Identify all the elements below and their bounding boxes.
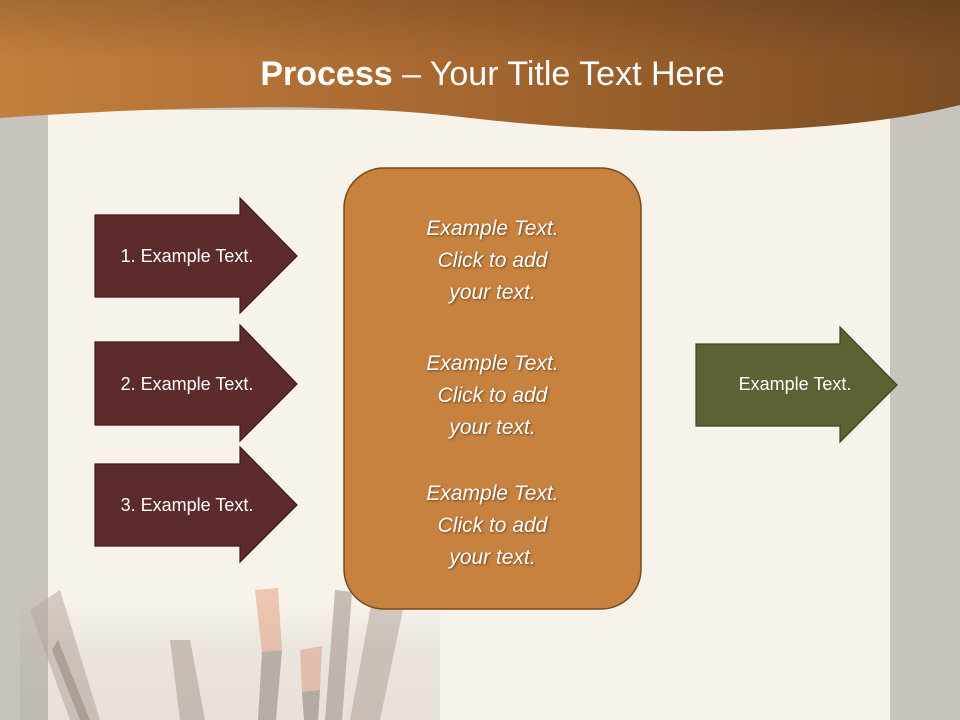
center-paragraph-1: Example Text. Click to add your text.	[344, 213, 641, 309]
center-paragraph-3-line-1: Example Text.	[426, 482, 559, 505]
center-text-box[interactable]: Example Text. Click to add your text. Ex…	[344, 168, 641, 609]
left-arrow-1-label: 1. Example Text.	[120, 246, 254, 266]
left-arrow-shape-1	[94, 196, 298, 315]
left-arrow-1[interactable]: 1. Example Text.	[95, 245, 279, 267]
left-arrow-2[interactable]: 2. Example Text.	[95, 373, 279, 395]
paintbrushes-image	[20, 588, 440, 720]
center-paragraph-1-line-2: Click to add	[437, 249, 548, 272]
title-bold: Process	[260, 55, 393, 93]
right-arrow[interactable]: Example Text.	[704, 373, 886, 395]
left-arrow-shape-2	[94, 323, 298, 443]
center-paragraph-1-line-1: Example Text.	[426, 217, 559, 240]
left-arrow-shape-3	[94, 445, 298, 564]
slide-title[interactable]: Process – Your Title Text Here	[0, 50, 960, 98]
title-rest: – Your Title Text Here	[392, 55, 725, 93]
right-arrow-label: Example Text.	[738, 374, 852, 394]
center-box-shape	[343, 167, 642, 610]
left-arrow-3-label: 3. Example Text.	[120, 495, 254, 515]
center-paragraph-1-line-3: your text.	[449, 281, 536, 304]
center-paragraph-2-line-1: Example Text.	[426, 352, 559, 375]
center-paragraph-3-line-3: your text.	[449, 546, 536, 569]
left-arrow-2-label: 2. Example Text.	[120, 374, 254, 394]
center-paragraph-2-line-3: your text.	[449, 416, 536, 439]
center-paragraph-3-line-2: Click to add	[437, 514, 548, 537]
right-arrow-shape	[695, 325, 898, 444]
center-paragraph-3: Example Text. Click to add your text.	[344, 478, 641, 574]
left-arrow-3[interactable]: 3. Example Text.	[95, 494, 279, 516]
center-paragraph-2-line-2: Click to add	[437, 384, 548, 407]
center-paragraph-2: Example Text. Click to add your text.	[344, 348, 641, 444]
